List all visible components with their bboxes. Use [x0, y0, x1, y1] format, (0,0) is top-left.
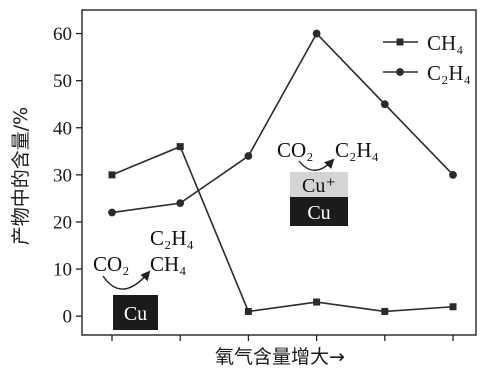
y-tick-label: 30	[53, 165, 72, 186]
y-tick-label: 60	[53, 24, 72, 45]
y-axis-title: 产物中的含量/%	[10, 107, 32, 245]
series-2-point	[108, 208, 116, 217]
y-axis-ticks: 0 10 20 30 40 50 60	[53, 24, 82, 328]
data-series	[108, 29, 457, 315]
annotation-reactant: CO₂	[93, 252, 130, 276]
legend-item-ch4: CH₄	[383, 31, 464, 55]
legend-item-c2h4: C₂H₄	[383, 61, 471, 85]
cu-plus-layer-label: Cu⁺	[302, 175, 336, 197]
y-tick-label: 40	[53, 118, 72, 139]
legend-label-ch4: CH₄	[427, 31, 464, 55]
cu-layer-box	[113, 295, 158, 330]
legend-label-c2h4: C₂H₄	[427, 61, 471, 85]
cu-layer-label: Cu	[307, 202, 330, 224]
plot-frame	[81, 9, 477, 336]
annotation-product-upper: C₂H₄	[150, 226, 194, 250]
annotation-product-lower: CH₄	[150, 252, 187, 276]
cu-plus-layer-box	[290, 172, 348, 197]
annotation-reactant: CO₂	[277, 138, 314, 162]
series-2-line	[111, 32, 454, 214]
series-2-point	[244, 152, 253, 160]
series-2-point	[176, 199, 185, 208]
series-1-point	[449, 303, 457, 311]
cu-layer-box	[290, 197, 348, 226]
annotation-cu: C₂H₄ CO₂ CH₄ Cu	[93, 226, 194, 330]
y-tick-label: 20	[53, 212, 72, 233]
series-2-point	[380, 100, 389, 109]
series-1-line	[111, 145, 454, 313]
series-1-point	[313, 298, 321, 306]
annotation-product: C₂H₄	[335, 138, 379, 162]
y-tick-label: 0	[63, 307, 73, 328]
series-2-point	[449, 170, 457, 179]
legend: CH₄ C₂H₄	[383, 31, 471, 85]
circle-marker-icon	[396, 68, 404, 76]
reaction-arrow-icon	[298, 158, 335, 171]
series-2-point	[312, 29, 321, 38]
series-1-point	[381, 307, 389, 315]
reaction-arrow-icon	[102, 270, 151, 290]
y-tick-label: 10	[53, 260, 72, 281]
x-axis-ticks	[111, 335, 454, 341]
square-marker-icon	[396, 38, 404, 46]
x-axis-title: 氧气含量增大→	[215, 346, 345, 368]
cu-layer-label: Cu	[124, 303, 147, 325]
series-1-point	[176, 143, 184, 151]
series-1-point	[244, 307, 252, 315]
series-1-point	[108, 171, 116, 179]
annotation-cu-plus: CO₂ C₂H₄ Cu⁺ Cu	[277, 138, 379, 226]
y-tick-label: 50	[53, 71, 72, 92]
